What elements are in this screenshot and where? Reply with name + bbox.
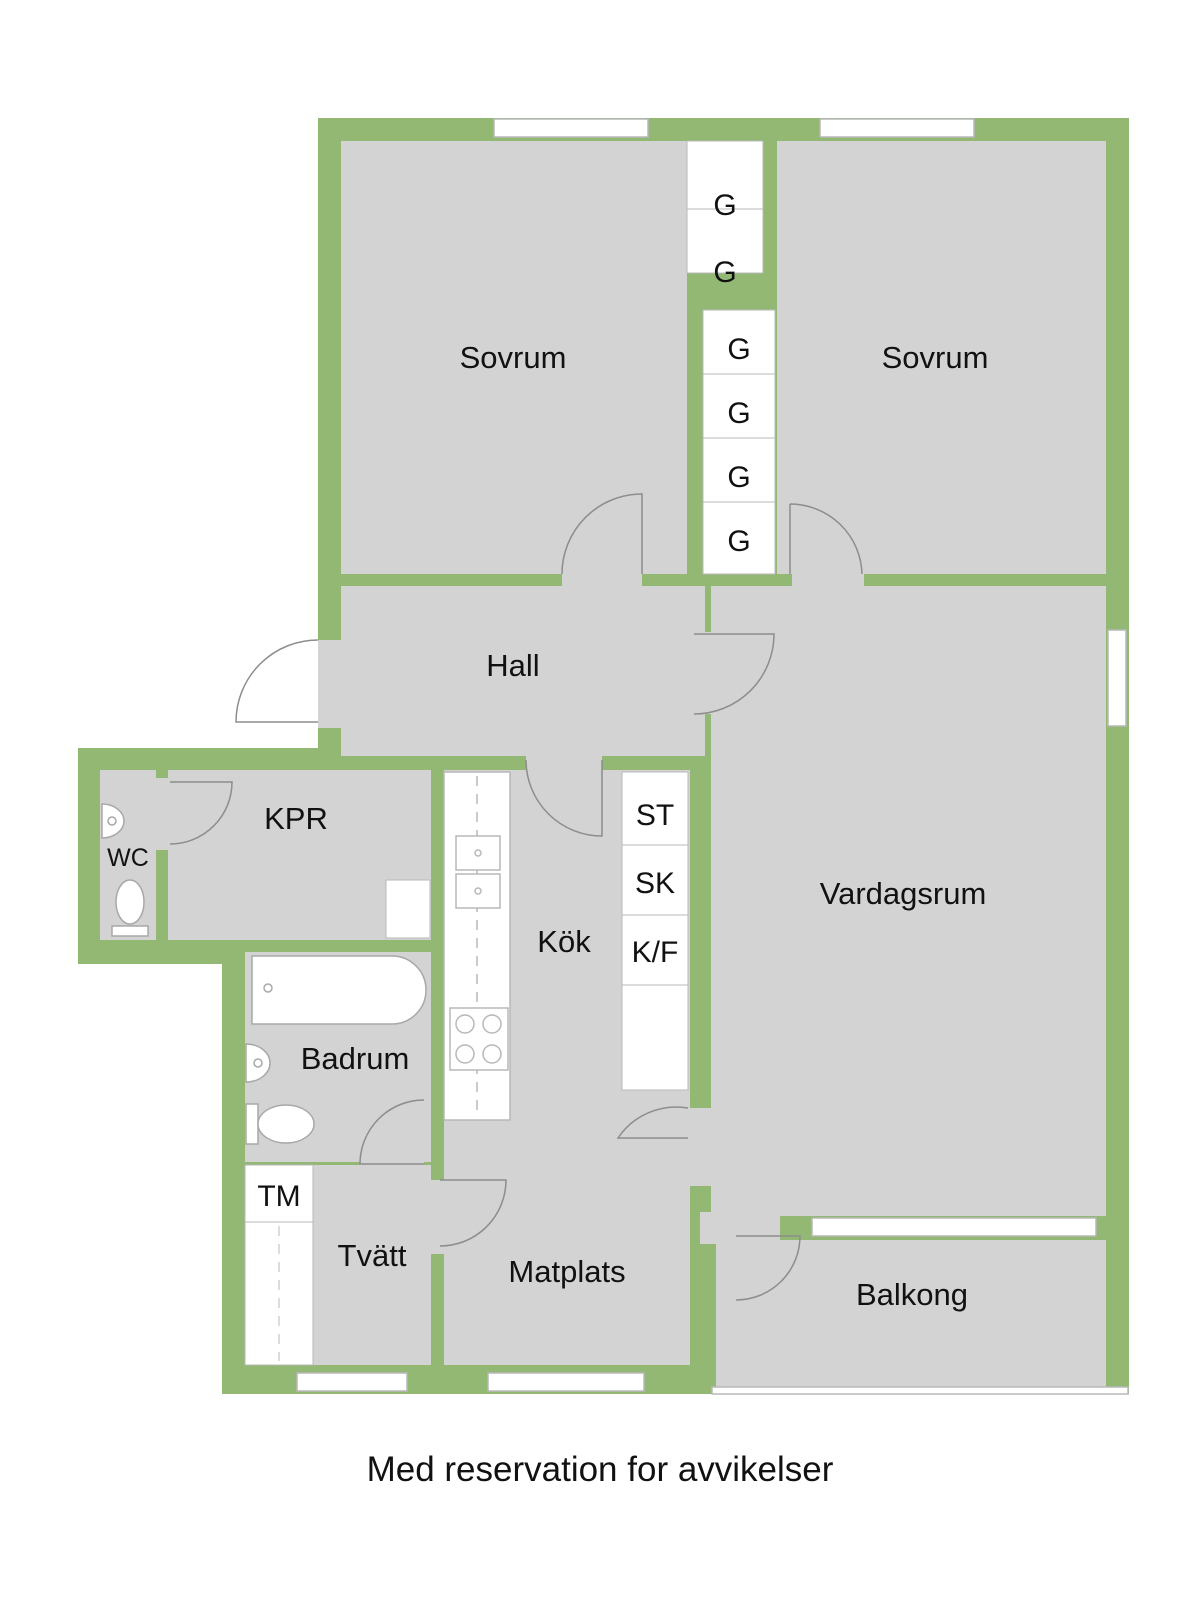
stove-burner-icon [455, 1014, 475, 1034]
floor-matplats [444, 1148, 690, 1365]
wardrobe-label: G [727, 397, 750, 430]
disclaimer-text: Med reservation for avvikelser [366, 1450, 834, 1489]
room-label-kok: Kök [537, 924, 591, 959]
room-label-vardagsrum: Vardagsrum [820, 876, 987, 911]
stove-burner-icon [482, 1014, 502, 1034]
wardrobe-label: G [713, 189, 736, 222]
basin-drain [253, 1058, 263, 1068]
windows [296, 118, 1129, 1395]
floor-vardagsrum [711, 586, 1106, 1216]
window [1107, 629, 1127, 727]
laundry-column: TM [244, 1164, 314, 1366]
doors [169, 493, 863, 1301]
st-label: ST [636, 799, 674, 832]
storage-cabinet [385, 879, 431, 939]
floor-hall [341, 586, 705, 756]
window [296, 1372, 408, 1392]
window [711, 1386, 1129, 1395]
door [693, 633, 775, 715]
room-label-tvatt: Tvätt [338, 1238, 407, 1273]
room-label-balkong: Balkong [856, 1277, 968, 1312]
door [789, 503, 863, 575]
wardrobes: G G G G G G [686, 140, 776, 575]
wardrobe-label: G [727, 525, 750, 558]
door [735, 1235, 801, 1301]
appliance-column: ST SK K/F [621, 771, 689, 1091]
kitchen-counter [443, 771, 511, 1121]
wardrobe-label: G [713, 256, 736, 289]
bathtub-drain [263, 983, 273, 993]
kf-label: K/F [632, 936, 679, 969]
room-label-sovrum-left: Sovrum [460, 340, 567, 375]
door [359, 1099, 425, 1165]
toilet-tank [111, 925, 149, 937]
door [561, 493, 643, 575]
bathtub-icon [251, 955, 427, 1025]
bathroom-fixtures [245, 955, 427, 1145]
window [811, 1217, 1097, 1237]
sink-drain [474, 849, 482, 857]
door [439, 1179, 507, 1247]
toilet-icon [257, 1104, 315, 1144]
stove-burner-icon [482, 1044, 502, 1064]
toilet-tank [245, 1103, 259, 1145]
floor-sovrum-left [341, 141, 687, 574]
sk-label: SK [635, 867, 675, 900]
wardrobe-label: G [727, 333, 750, 366]
door [235, 639, 319, 723]
room-label-hall: Hall [486, 648, 539, 683]
floor-balkong [716, 1240, 1106, 1388]
wc-fixtures [101, 803, 149, 937]
floor-sovrum-right [777, 141, 1106, 574]
room-label-kpr: KPR [264, 801, 328, 836]
door [169, 781, 233, 845]
stove-burner-icon [455, 1044, 475, 1064]
window [493, 118, 649, 138]
room-label-matplats: Matplats [508, 1254, 625, 1289]
sink-drain [474, 887, 482, 895]
wardrobe-label: G [727, 461, 750, 494]
window [819, 118, 975, 138]
basin-drain [107, 816, 117, 826]
room-label-wc: WC [107, 844, 149, 872]
window [487, 1372, 645, 1392]
tm-label: TM [257, 1180, 300, 1213]
room-label-badrum: Badrum [301, 1041, 410, 1076]
door [616, 1106, 689, 1139]
toilet-icon [115, 879, 145, 925]
door [525, 759, 603, 837]
room-label-sovrum-right: Sovrum [882, 340, 989, 375]
room-labels: Sovrum Sovrum Hall KPR WC Kök Vardagsrum… [107, 340, 988, 1312]
sink [455, 835, 501, 871]
